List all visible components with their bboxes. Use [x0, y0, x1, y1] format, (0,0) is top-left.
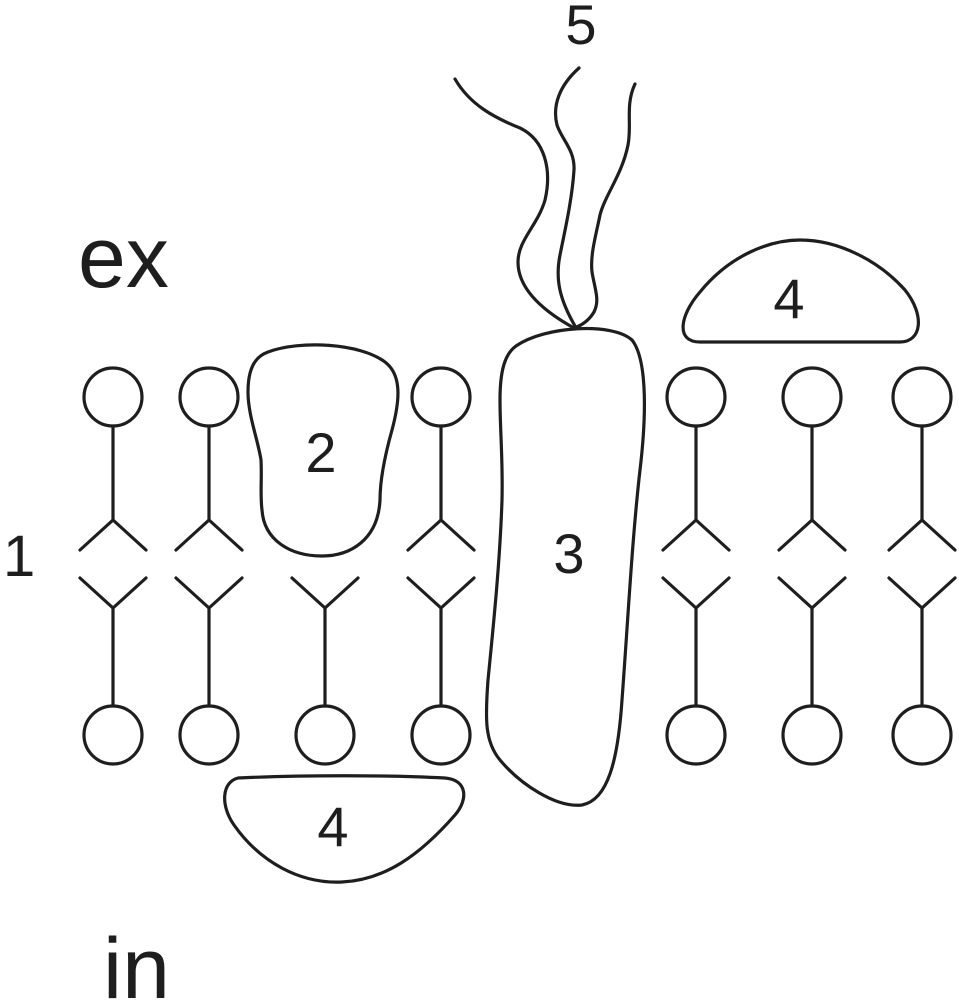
lipid-head-inner — [410, 704, 472, 766]
lipid-bilayer — [78, 366, 957, 766]
lipid-fork-outer — [174, 518, 244, 552]
protein-4-inner-shape — [223, 774, 466, 884]
lipid-head-outer — [410, 366, 472, 428]
lipid-fork-inner — [887, 576, 957, 610]
lipid-fork-outer — [661, 518, 731, 552]
lipid-head-outer — [891, 366, 953, 428]
lipid-head-outer — [82, 366, 144, 428]
phospholipid — [777, 366, 847, 766]
carbohydrate-chain-1 — [453, 77, 576, 330]
lipid-head-inner — [781, 704, 843, 766]
carbohydrate-chain-2 — [553, 66, 581, 328]
lipid-head-outer — [178, 366, 240, 428]
lipid-fork-outer — [406, 518, 476, 552]
lipid-fork-inner — [777, 576, 847, 610]
lipid-fork-inner — [661, 576, 731, 610]
lipid-head-inner — [891, 704, 953, 766]
lipid-fork-inner — [174, 576, 244, 610]
phospholipid — [290, 576, 360, 766]
lipid-fork-outer — [887, 518, 957, 552]
carbohydrate-chain-3 — [572, 82, 637, 330]
phospholipid — [174, 366, 244, 766]
lipid-head-inner — [82, 704, 144, 766]
protein-2-shape — [246, 343, 400, 558]
protein-3-label: 3 — [553, 522, 584, 585]
protein-3-shape — [484, 326, 647, 807]
protein-4-outer-label: 4 — [773, 267, 804, 330]
protein-4-outer-shape — [681, 238, 920, 344]
lipid-head-inner — [178, 704, 240, 766]
glycocalyx-label: 5 — [565, 0, 596, 56]
lipid-head-inner — [294, 704, 356, 766]
phospholipid — [887, 366, 957, 766]
lipid-head-outer — [781, 366, 843, 428]
label-outside: ex — [78, 210, 169, 306]
phospholipid — [78, 366, 148, 766]
lipid-head-outer — [665, 366, 727, 428]
phospholipid — [406, 366, 476, 766]
protein-2-label: 2 — [305, 421, 336, 484]
lipid-fork-inner — [290, 576, 360, 610]
lipid-fork-inner — [406, 576, 476, 610]
lipid-fork-outer — [78, 518, 148, 552]
label-inside: in — [103, 921, 170, 1000]
lipid-fork-inner — [78, 576, 148, 610]
protein-4-inner-label: 4 — [317, 795, 348, 858]
phospholipid — [661, 366, 731, 766]
glycocalyx-chains — [453, 66, 637, 330]
lipid-head-inner — [665, 704, 727, 766]
lipid-fork-outer — [777, 518, 847, 552]
label-lipid-bilayer: 1 — [3, 524, 35, 589]
